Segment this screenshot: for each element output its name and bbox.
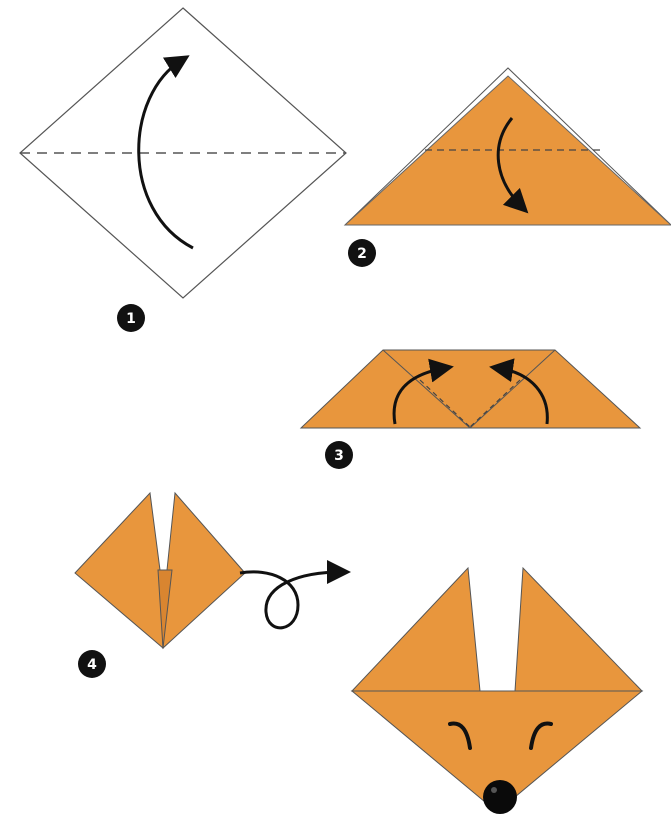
nose [483, 780, 517, 814]
step-1-diagram: 1 [20, 8, 346, 332]
flip-over-arrow-icon [240, 572, 342, 628]
folded-trapezoid [301, 350, 640, 428]
nose-highlight [491, 787, 497, 793]
step-number: 4 [87, 657, 97, 673]
step-badge: 4 [78, 650, 106, 678]
step-3-diagram: 3 [301, 350, 640, 469]
finished-fox-face [352, 568, 642, 814]
left-ear-flap [75, 493, 163, 648]
step-badge: 2 [348, 239, 376, 267]
right-ear-flap [163, 493, 245, 648]
left-ear [352, 568, 480, 691]
step-number: 1 [126, 311, 136, 327]
folded-triangle [345, 76, 671, 225]
step-badge: 1 [117, 304, 145, 332]
step-badge: 3 [325, 441, 353, 469]
step-number: 2 [357, 246, 367, 262]
step-2-diagram: 2 [345, 68, 671, 267]
right-ear [515, 568, 642, 691]
step-4-diagram: 4 [75, 493, 342, 678]
step-number: 3 [334, 448, 344, 464]
